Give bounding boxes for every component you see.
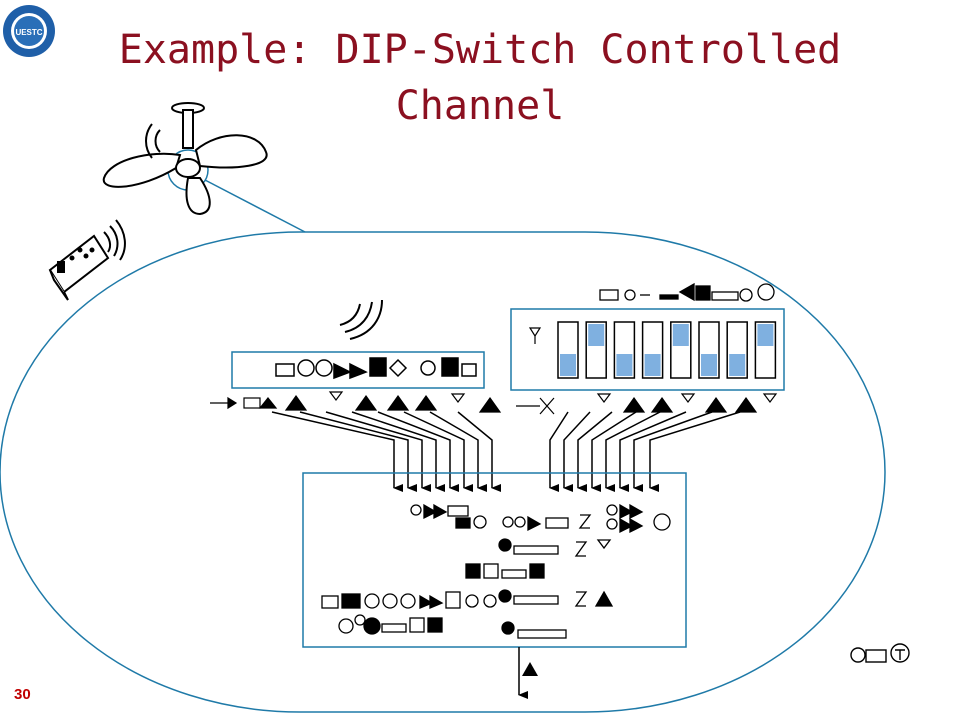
logo-icon: UESTC	[3, 5, 55, 57]
logo-text: UESTC	[15, 28, 42, 37]
ceiling-fan-icon	[102, 102, 268, 216]
dip-switch-knob-6	[701, 354, 717, 376]
dip-switch-knob-4	[644, 354, 661, 376]
wire	[429, 411, 487, 492]
dip-switch-knob-3	[616, 354, 633, 376]
slide-title: Example: DIP-Switch Controlled Channel	[80, 22, 880, 134]
wire	[271, 411, 403, 492]
dip-switch-label	[599, 282, 775, 302]
dip-switch-knob-5	[672, 324, 689, 346]
microcontroller-icon	[302, 472, 687, 648]
wire	[549, 411, 569, 492]
fan-callout-line	[204, 179, 306, 233]
title-line-1: Example: DIP-Switch Controlled	[118, 27, 842, 73]
dip-switch-knob-2	[588, 324, 605, 346]
wire-bundle	[271, 411, 741, 492]
slide-number: 30	[14, 686, 31, 703]
load-symbol	[850, 643, 910, 663]
wire	[351, 411, 445, 492]
wire	[605, 411, 661, 492]
remote-control-icon	[48, 219, 126, 301]
dip-switch-icon	[510, 282, 785, 391]
title-line-2: Channel	[395, 83, 565, 129]
dip-switch-knob-7	[729, 354, 746, 376]
wire	[563, 411, 591, 492]
dip-slot-group	[557, 321, 777, 379]
wire	[591, 411, 637, 492]
receiver-module	[231, 351, 485, 389]
dip-switch-knob-1	[560, 354, 576, 376]
system-boundary	[0, 231, 886, 713]
dip-switch-knob-8	[757, 324, 774, 346]
wire	[577, 411, 613, 492]
wire	[403, 411, 473, 492]
wire	[619, 411, 687, 492]
wire	[377, 411, 459, 492]
wire	[457, 411, 501, 492]
wire	[633, 411, 713, 492]
wireless-wave-icon	[339, 299, 383, 340]
wire	[649, 411, 741, 492]
wire	[299, 411, 417, 492]
port-symbols	[210, 391, 778, 415]
wire	[325, 411, 431, 492]
output-line	[518, 647, 538, 699]
